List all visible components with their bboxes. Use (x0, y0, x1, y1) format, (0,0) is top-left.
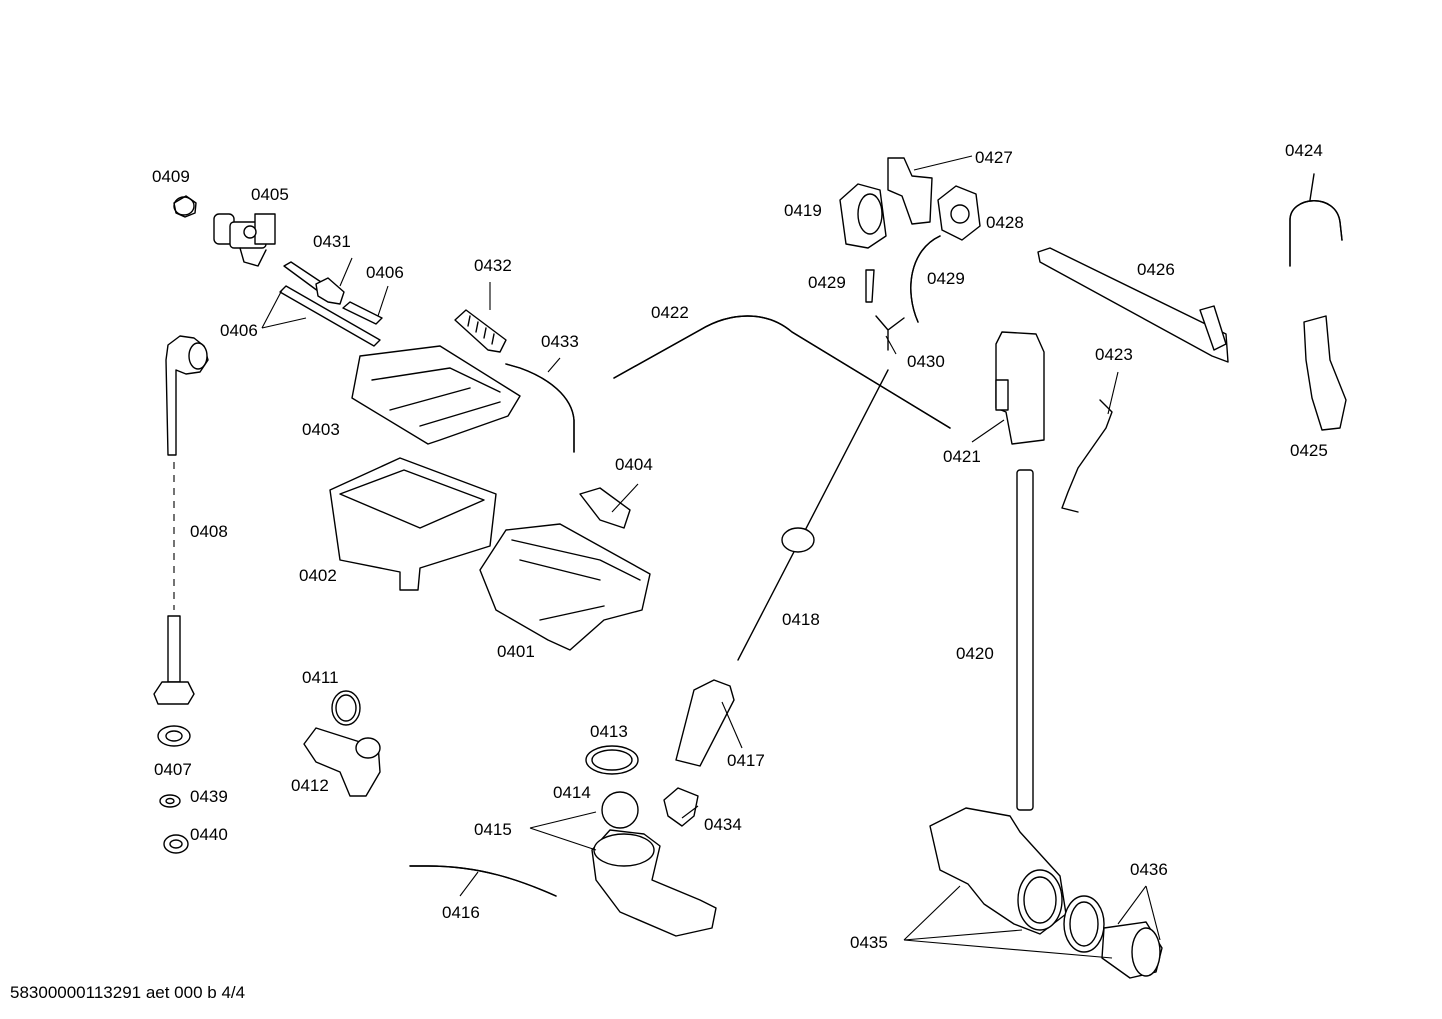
part-0436-filter (1063, 895, 1163, 979)
part-0408-hose (153, 335, 209, 705)
label-0406-lower: 0406 (220, 321, 258, 340)
part-0431-connector (315, 277, 345, 305)
label-0434: 0434 (704, 815, 742, 834)
label-0408: 0408 (190, 522, 228, 541)
part-labels: 0401 0402 0403 0404 0405 0406 0406 0407 … (152, 141, 1328, 952)
label-0433: 0433 (541, 332, 579, 351)
part-0429-hose-short (865, 269, 875, 303)
label-0412: 0412 (291, 776, 329, 795)
label-0421: 0421 (943, 447, 981, 466)
part-0426-rail (1037, 247, 1229, 363)
label-0440: 0440 (190, 825, 228, 844)
label-0416: 0416 (442, 903, 480, 922)
label-0420: 0420 (956, 644, 994, 663)
part-0435-drain-pump (929, 807, 1067, 935)
part-0413-ring (585, 745, 639, 775)
label-0429-left: 0429 (808, 273, 846, 292)
label-0413: 0413 (590, 722, 628, 741)
label-0407: 0407 (154, 760, 192, 779)
label-0401: 0401 (497, 642, 535, 661)
label-0403: 0403 (302, 420, 340, 439)
label-0426: 0426 (1137, 260, 1175, 279)
part-0404-siphon-cap (579, 487, 631, 529)
part-0439-washer (159, 794, 181, 808)
part-0414-ball (601, 791, 639, 829)
part-0432-bellows (454, 309, 507, 353)
label-0418: 0418 (782, 610, 820, 629)
part-0427-bracket (887, 157, 933, 225)
part-0415-sump (591, 829, 717, 937)
part-0412-elbow-hose (303, 727, 381, 797)
part-0405-inlet-valve (213, 213, 276, 267)
part-0402-dispenser-housing (329, 457, 497, 591)
label-0432: 0432 (474, 256, 512, 275)
part-0403-dispenser-lid (351, 345, 521, 445)
label-0428: 0428 (986, 213, 1024, 232)
part-0419-pressure-switch (839, 183, 887, 249)
part-0401-detergent-drawer (479, 523, 651, 651)
label-0409: 0409 (152, 167, 190, 186)
part-0407-seal (157, 725, 191, 747)
label-0414: 0414 (553, 783, 591, 802)
part-0430-y-piece (875, 315, 905, 351)
label-0402: 0402 (299, 566, 337, 585)
part-0409-cap (173, 195, 197, 218)
label-0406-upper: 0406 (366, 263, 404, 282)
label-0419: 0419 (784, 201, 822, 220)
part-0417-sensor (675, 679, 735, 767)
part-0411-ring (331, 690, 361, 726)
part-0418-level-tube (737, 369, 889, 661)
part-0428-pressure-sensor (937, 185, 981, 241)
label-0427: 0427 (975, 148, 1013, 167)
leader-lines (261, 155, 1161, 959)
label-0430: 0430 (907, 352, 945, 371)
drawing-code: 58300000113291 aet 000 b 4/4 (10, 983, 245, 1002)
label-0431: 0431 (313, 232, 351, 251)
label-0415: 0415 (474, 820, 512, 839)
label-0417: 0417 (727, 751, 765, 770)
label-0405: 0405 (251, 185, 289, 204)
label-0436: 0436 (1130, 860, 1168, 879)
label-0435: 0435 (850, 933, 888, 952)
part-0425-bracket (1303, 315, 1347, 431)
part-0423-rod (1061, 399, 1113, 513)
part-0416-hose (409, 865, 557, 897)
label-0424: 0424 (1285, 141, 1323, 160)
part-0440-nut (163, 834, 189, 854)
part-0421-valve (995, 331, 1045, 445)
label-0425: 0425 (1290, 441, 1328, 460)
label-0423: 0423 (1095, 345, 1133, 364)
label-0404: 0404 (615, 455, 653, 474)
part-0429-hose-curved (910, 235, 941, 323)
part-0422-hose (613, 315, 951, 429)
part-0420-tube (1016, 469, 1034, 811)
part-0433-pipe (505, 363, 575, 453)
label-0411: 0411 (302, 668, 339, 687)
label-0422: 0422 (651, 303, 689, 322)
part-0434-clip (663, 787, 699, 827)
part-0424-hook (1289, 173, 1343, 267)
label-0429-right: 0429 (927, 269, 965, 288)
label-0439: 0439 (190, 787, 228, 806)
